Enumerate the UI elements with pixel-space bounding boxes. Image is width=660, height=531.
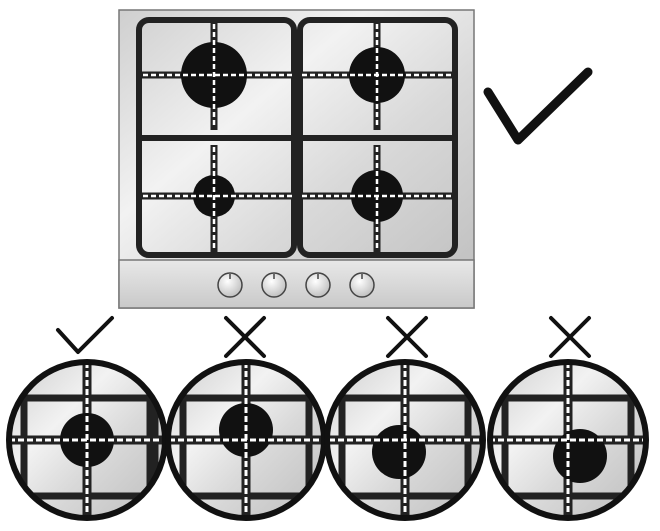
knob-4 xyxy=(349,272,375,298)
arm-dashes xyxy=(143,24,451,250)
check-icon xyxy=(483,67,593,145)
knob-1 xyxy=(217,272,243,298)
cross-icon xyxy=(386,316,428,358)
detail-centered xyxy=(6,359,168,521)
knob-3 xyxy=(305,272,331,298)
cross-icon xyxy=(224,316,266,358)
knob-2 xyxy=(261,272,287,298)
control-knobs xyxy=(217,272,375,298)
detail-offset-down-right xyxy=(487,359,649,521)
left-pan-support xyxy=(136,17,297,258)
hob xyxy=(118,9,475,309)
control-panel xyxy=(118,259,475,309)
detail-slight-offset xyxy=(165,359,327,521)
cross-icon xyxy=(549,316,591,358)
check-icon xyxy=(56,316,114,354)
detail-offset-down xyxy=(324,359,486,521)
right-pan-support xyxy=(297,17,458,258)
